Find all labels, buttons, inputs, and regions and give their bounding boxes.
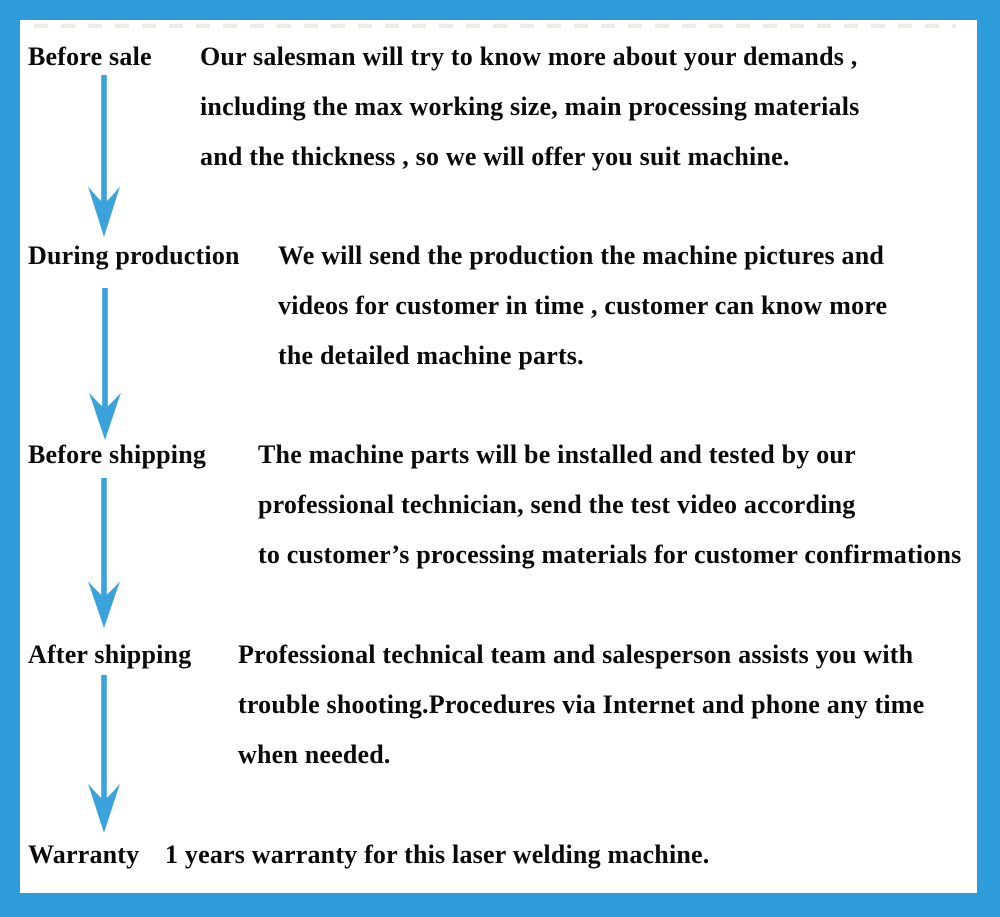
- down-arrow-icon: [89, 288, 121, 440]
- stage-description-after-shipping: Professional technical team and salesper…: [238, 630, 924, 780]
- stage-label-before-sale: Before sale: [28, 42, 152, 71]
- stage-description-line: trouble shooting.Procedures via Internet…: [238, 690, 925, 719]
- faint-dashed-line: [34, 24, 956, 28]
- stage-description-warranty: 1 years warranty for this laser welding …: [165, 830, 709, 880]
- stage-label-after-shipping: After shipping: [28, 640, 192, 669]
- stage-description-before-sale: Our salesman will try to know more about…: [200, 32, 859, 182]
- stage-description-line: and the thickness , so we will offer you…: [200, 142, 790, 171]
- stage-description-line: 1 years warranty for this laser welding …: [165, 840, 710, 869]
- stage-description-line: professional technician, send the test v…: [258, 490, 856, 519]
- stage-description-line: to customer’s processing materials for c…: [258, 540, 962, 569]
- stage-description-line: videos for customer in time , customer c…: [278, 291, 888, 320]
- stage-description-line: including the max working size, main pro…: [200, 92, 860, 121]
- stage-description-line: The machine parts will be installed and …: [258, 440, 856, 469]
- stage-description-before-shipping: The machine parts will be installed and …: [258, 430, 961, 580]
- content-area: [20, 20, 977, 893]
- stage-description-line: when needed.: [238, 740, 391, 769]
- stage-label-warranty: Warranty: [28, 840, 140, 869]
- stage-description-line: Professional technical team and salesper…: [238, 640, 914, 669]
- stage-label-during-production: During production: [28, 241, 240, 270]
- stage-label-before-shipping: Before shipping: [28, 440, 207, 469]
- down-arrow-icon: [88, 478, 120, 628]
- down-arrow-icon: [88, 75, 120, 237]
- stage-description-line: the detailed machine parts.: [278, 341, 584, 370]
- stage-description-line: Our salesman will try to know more about…: [200, 42, 858, 71]
- stage-description-line: We will send the production the machine …: [278, 241, 885, 270]
- stage-description-during-production: We will send the production the machine …: [278, 231, 887, 381]
- down-arrow-icon: [88, 675, 120, 833]
